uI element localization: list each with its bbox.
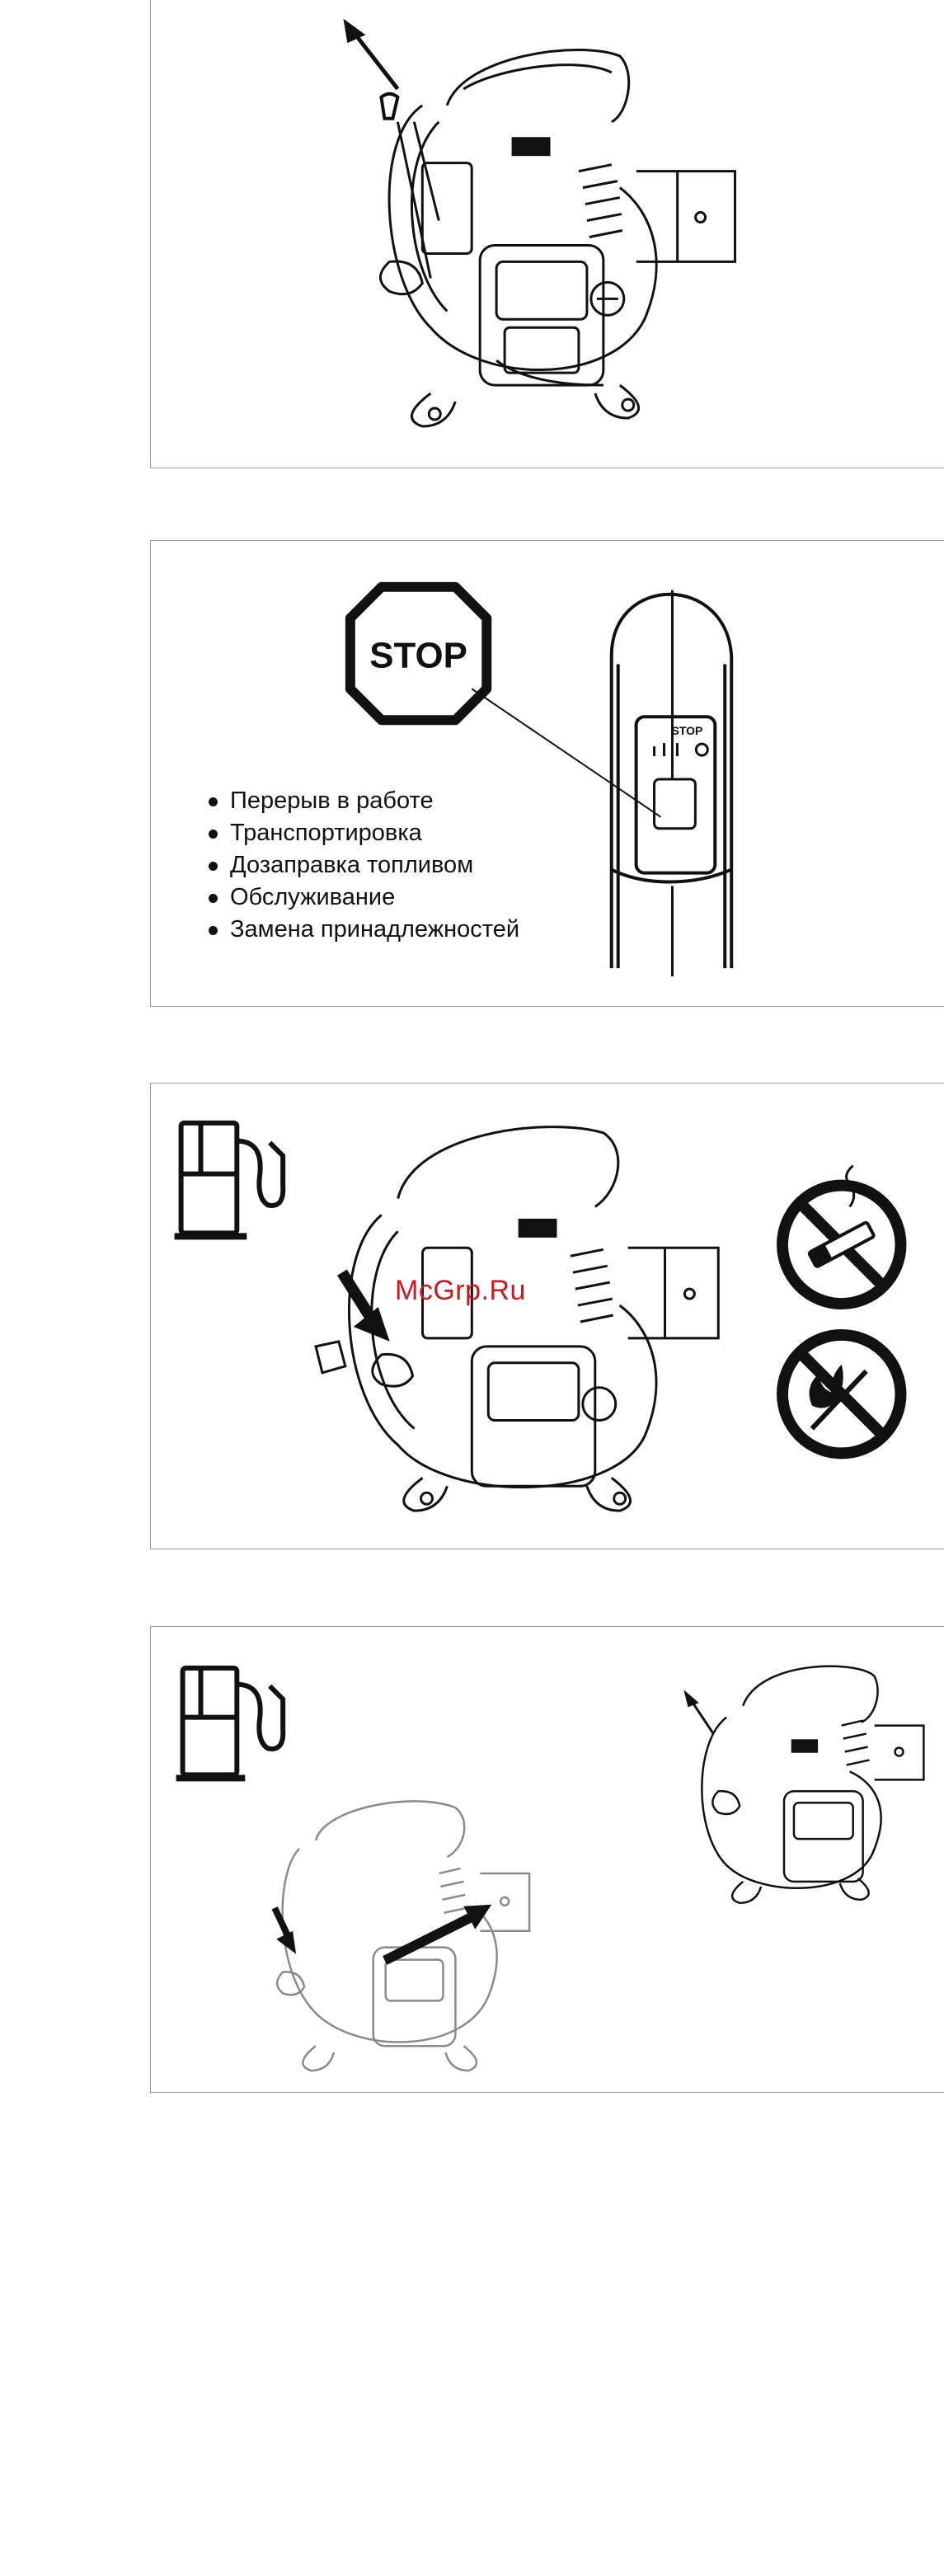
panel-refuel-then-start: [150, 1626, 944, 2093]
list-item: Дозаправка топливом: [209, 849, 519, 881]
refuel-illustration: [151, 1084, 944, 1549]
sequence-arrow: [385, 1905, 492, 1961]
fuel-pump-icon: [176, 1668, 284, 1779]
stop-sign-icon: STOP: [350, 587, 486, 720]
stop-situations-list: Перерыв в работе Транспортировка Дозапра…: [209, 785, 519, 946]
blower-starter-illustration: [151, 0, 944, 468]
list-item: Транспортировка: [209, 817, 519, 849]
fuel-pump-icon: [175, 1123, 284, 1237]
blower-start-small: [685, 1666, 923, 1903]
stop-sign-text: STOP: [369, 635, 467, 675]
no-open-flame-icon: [782, 1335, 900, 1453]
no-smoking-icon: [782, 1166, 900, 1304]
switch-stop-label: STOP: [672, 724, 703, 737]
refuel-start-sequence-illustration: [151, 1627, 944, 2092]
list-item: Обслуживание: [209, 881, 519, 914]
blower-refuel-small: [277, 1801, 529, 2071]
list-item: Замена принадлежностей: [209, 914, 519, 946]
watermark: McGrp.Ru: [395, 1275, 526, 1307]
handle-switch-illustration: [612, 590, 731, 976]
list-item: Перерыв в работе: [209, 785, 519, 817]
panel-stop: STOP STOP Перерыв в работе Транспортиров…: [150, 540, 944, 1007]
panel-refuel: McGrp.Ru: [150, 1083, 944, 1549]
panel-starting: [150, 0, 944, 468]
